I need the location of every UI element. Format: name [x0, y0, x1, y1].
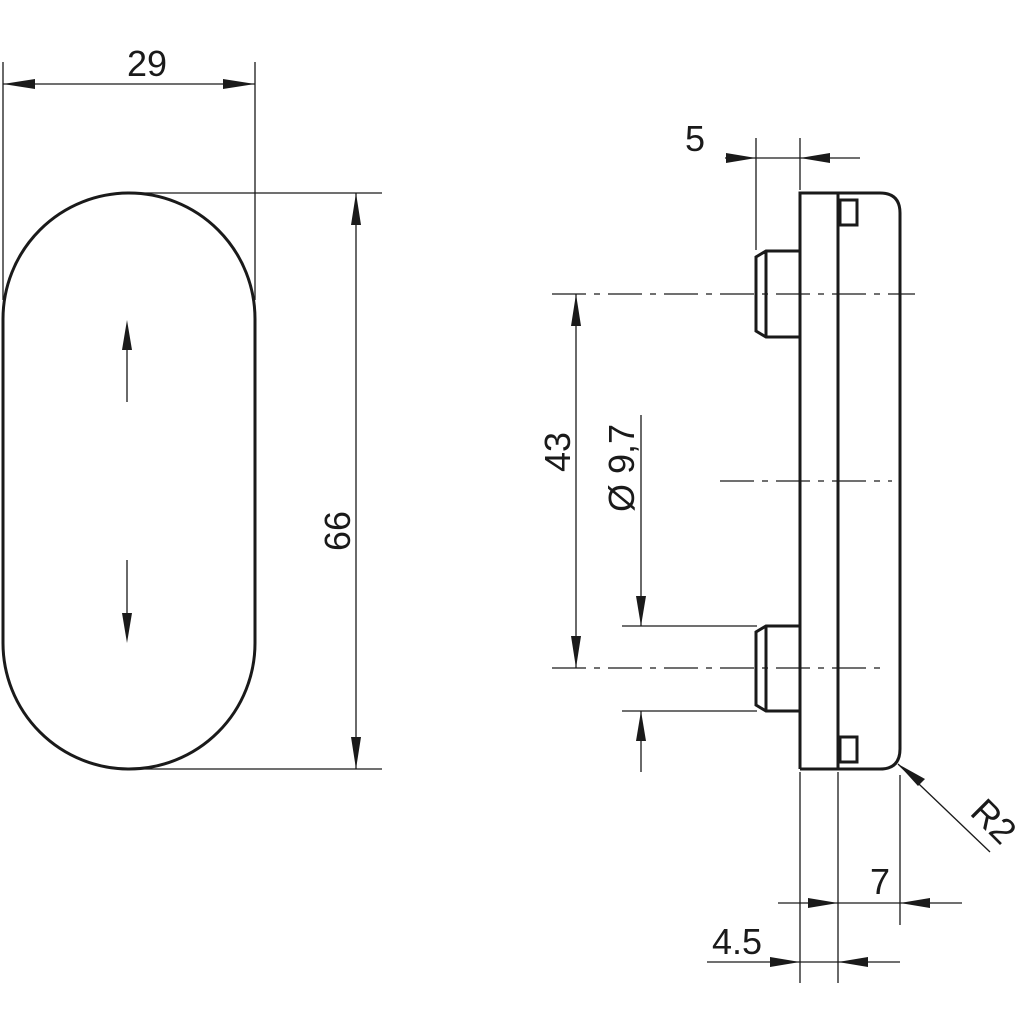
dimension-pin-diameter: Ø 9,7	[601, 415, 757, 772]
clip-top	[838, 198, 859, 227]
pin-length-label: 5	[685, 118, 705, 159]
down-arrow-icon	[122, 560, 132, 643]
up-arrow-icon	[122, 320, 132, 402]
dimension-pin-spacing: 43	[537, 294, 581, 668]
dimension-cover-depth: 7	[778, 772, 962, 983]
side-view: 5 43 Ø 9,7 7	[537, 118, 1024, 983]
radius-label: R2	[963, 790, 1024, 852]
rosette-outline	[1, 191, 257, 771]
dimension-base-thickness: 4.5	[707, 921, 900, 967]
width-label: 29	[127, 43, 167, 84]
pin-spacing-label: 43	[537, 432, 578, 472]
dimension-radius: R2	[897, 763, 1024, 853]
clip-bottom	[838, 735, 859, 764]
front-view: 29 66	[1, 43, 382, 771]
dimension-pin-length: 5	[685, 118, 860, 250]
dimension-height: 66	[140, 192, 382, 770]
cover-outline	[798, 191, 902, 771]
pin-diameter-label: Ø 9,7	[601, 424, 642, 512]
base-thickness-label: 4.5	[712, 921, 762, 962]
dimension-width: 29	[2, 43, 256, 300]
cover-depth-label: 7	[870, 861, 890, 902]
height-label: 66	[317, 511, 358, 551]
